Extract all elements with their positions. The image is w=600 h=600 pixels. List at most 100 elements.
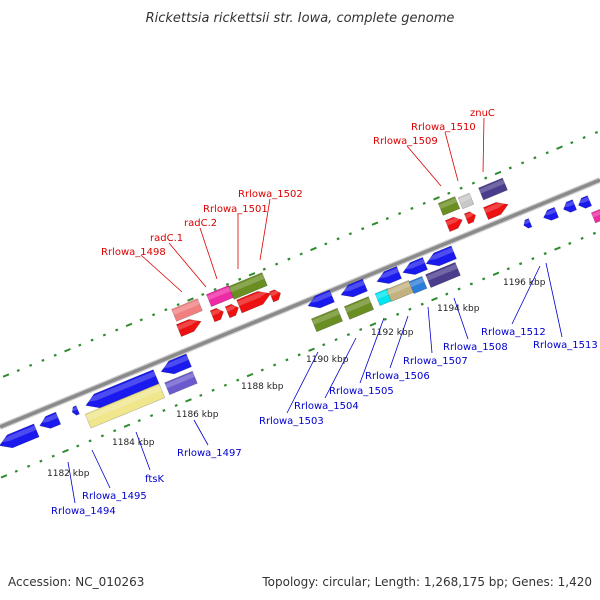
gene-labels: Rrlowa_1498radC.1radC.2Rrlowa_1501Rrlowa… (51, 108, 598, 517)
minor-tick (482, 277, 486, 281)
gene-rrlowa-1496 (84, 383, 166, 429)
minor-tick (383, 317, 387, 321)
gene-label-top: Rrlowa_1501 (203, 204, 268, 215)
genome-backbone (0, 177, 600, 430)
scale-label: 1182 kbp (47, 469, 90, 479)
gene-rrlowa-1509-b (444, 216, 463, 232)
minor-tick (420, 302, 424, 306)
leader-line (324, 337, 357, 399)
gene-rrlowa-1504-a (339, 278, 368, 298)
minor-tick (137, 419, 141, 423)
gene-rrlowa-1513-b (562, 199, 578, 213)
gene-rrlowa-1501 (228, 272, 268, 300)
gene-rrlowa-1507-a (425, 245, 457, 267)
gene-label-top: Rrlowa_1510 (411, 122, 476, 133)
minor-tick (272, 363, 277, 367)
accession-text: Accession: NC_010263 (8, 575, 144, 589)
scale-label: 1186 kbp (176, 410, 219, 420)
gene-rrlowa-1502 (236, 290, 272, 314)
gene-rrlowa-1510-b (463, 211, 476, 225)
gene-label-top: Rrlowa_1502 (238, 189, 303, 200)
minor-tick (582, 136, 586, 140)
gene-rrlowa-1503 (310, 307, 344, 333)
scale-label: 1194 kbp (437, 304, 480, 314)
gene-label-bottom: Rrlowa_1506 (365, 371, 430, 382)
gene-label-bottom: Rrlowa_1507 (403, 356, 468, 367)
gene-label-bottom: Rrlowa_1512 (481, 327, 546, 338)
major-tick (125, 322, 133, 328)
gene-rrlowa-1502-b (268, 289, 281, 303)
gene-rrlowa-1497 (164, 370, 198, 396)
gene-label-bottom: Rrlowa_1494 (51, 506, 116, 517)
topology-text: Topology: circular; Length: 1,268,175 bp… (261, 575, 592, 589)
gene-small (71, 405, 80, 416)
gene-label-bottom: Rrlowa_1497 (177, 448, 242, 459)
major-tick (369, 322, 377, 327)
major-tick (123, 423, 131, 428)
scale-label: 1190 kbp (306, 355, 349, 365)
minor-tick (236, 378, 240, 382)
tick-marks (0, 130, 599, 479)
minor-tick (149, 414, 154, 418)
gene-label-bottom: Rrlowa_1508 (443, 342, 508, 353)
major-tick (431, 296, 438, 302)
minor-tick (51, 454, 55, 458)
gene-rrlowa-1501-a (224, 303, 239, 319)
gene-rrlowa-1505-a (375, 266, 402, 284)
major-tick (62, 448, 69, 454)
minor-tick (238, 277, 242, 281)
major-tick (433, 196, 440, 201)
minor-tick (113, 429, 117, 433)
leader-line (91, 449, 111, 489)
minor-tick (16, 368, 20, 372)
minor-tick (274, 262, 279, 266)
backbone-line (0, 178, 600, 429)
minor-tick (139, 318, 143, 322)
minor-tick (410, 206, 414, 210)
minor-tick (471, 181, 476, 185)
scale-label: 1192 kbp (371, 328, 414, 338)
major-tick (0, 474, 8, 479)
minor-tick (545, 151, 549, 155)
minor-tick (594, 130, 599, 134)
minor-tick (164, 308, 168, 312)
major-tick (310, 246, 317, 252)
minor-tick (568, 241, 572, 245)
minor-tick (102, 333, 107, 337)
minor-tick (213, 287, 217, 291)
minor-tick (322, 343, 326, 347)
minor-tick (520, 161, 525, 165)
gene-label-top: Rrlowa_1498 (101, 247, 166, 258)
minor-tick (287, 257, 291, 261)
gene-znuc-b (483, 201, 509, 220)
leader-line (545, 262, 563, 338)
major-tick (554, 246, 561, 251)
leader-line (259, 198, 271, 261)
gene-label-bottom: Rrlowa_1503 (259, 416, 324, 427)
gene-rrlowa-1498-b (176, 318, 202, 337)
minor-tick (199, 393, 203, 397)
gene-label-bottom: Rrlowa_1495 (82, 491, 147, 502)
minor-tick (543, 252, 547, 256)
minor-tick (174, 403, 178, 407)
minor-tick (336, 237, 340, 241)
major-tick (187, 297, 194, 302)
minor-tick (53, 353, 57, 357)
leader-line (444, 131, 459, 182)
minor-tick (78, 343, 82, 347)
major-tick (246, 372, 254, 378)
minor-tick (260, 368, 264, 372)
minor-tick (28, 363, 33, 367)
leader-line (406, 145, 442, 187)
gene-rrlowa-1509 (437, 196, 461, 216)
minor-tick (408, 307, 412, 311)
minor-tick (151, 313, 156, 317)
gene-rrlowa-1512 (523, 218, 533, 229)
gene-znuc (478, 177, 508, 201)
minor-tick (324, 242, 328, 246)
gene-label-bottom: Rrlowa_1513 (533, 340, 598, 351)
minor-tick (201, 293, 205, 297)
gene-rrlowa-1508 (425, 262, 461, 288)
gene-rrlowa-1506-a (401, 257, 428, 275)
